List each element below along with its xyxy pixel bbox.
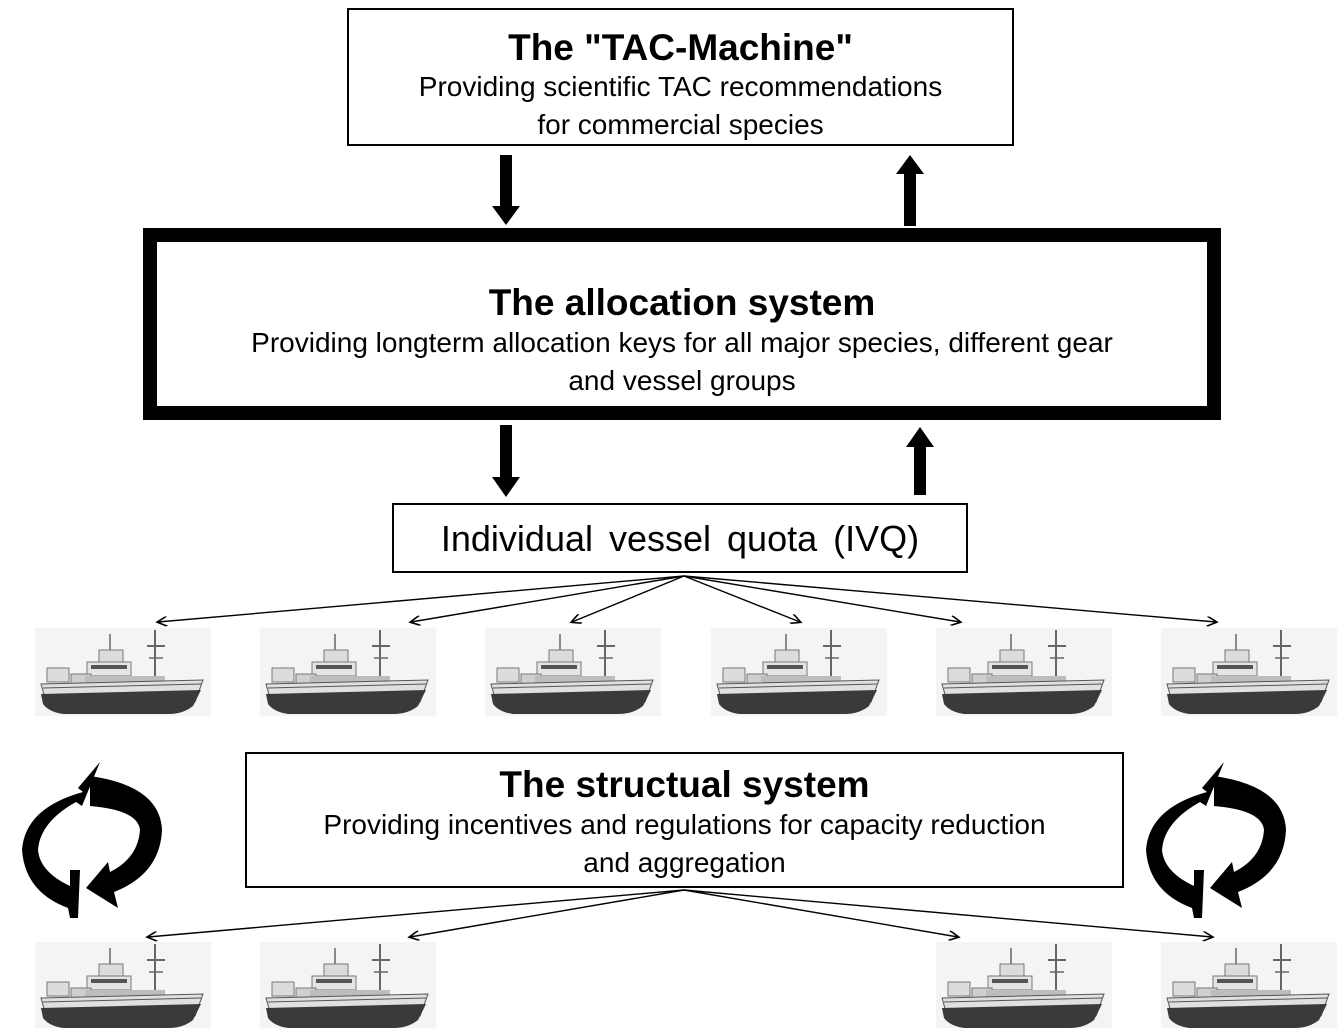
arrow-ivq-to-allocation	[906, 427, 934, 495]
fishing-vessel-icon	[1160, 941, 1338, 1028]
fishing-vessel-icon	[484, 627, 662, 717]
fan-arrow-3	[572, 575, 685, 622]
structural-fan-arrows	[148, 889, 1212, 937]
fan-arrow-6	[683, 575, 1216, 622]
tac-machine-line-2: for commercial species	[537, 109, 824, 140]
tac-machine-line-1: Providing scientific TAC recommendations	[418, 71, 943, 102]
allocation-system-box: The allocation system Providing longterm…	[143, 228, 1221, 420]
fan-arrow-1	[148, 889, 685, 937]
allocation-system-line-2: and vessel groups	[568, 365, 796, 396]
arrow-allocation-to-ivq	[492, 425, 520, 497]
fishing-vessel-icon	[935, 941, 1113, 1028]
fishing-vessel-icon	[259, 627, 437, 717]
fishing-vessel-icon	[34, 627, 212, 717]
arrow-allocation-to-tac	[896, 155, 924, 226]
fan-arrow-4	[683, 889, 1212, 937]
cycle-arrows-icon	[1146, 762, 1286, 918]
tac-machine-title: The "TAC-Machine"	[508, 27, 853, 68]
ivq-fan-arrows	[158, 575, 1216, 622]
fan-arrow-2	[411, 575, 685, 622]
cycle-arrows-icon	[22, 762, 162, 918]
fishing-vessel-icon	[34, 941, 212, 1028]
fishing-vessel-icon	[935, 627, 1113, 717]
fan-arrow-3	[683, 889, 958, 937]
structural-system-title: The structual system	[499, 764, 870, 805]
fishing-vessel-icon	[1160, 627, 1338, 717]
arrow-tac-to-allocation	[492, 155, 520, 225]
fishing-vessel-icon	[710, 627, 888, 717]
fishing-vessel-icon	[259, 941, 437, 1028]
ivq-box: Individual vessel quota (IVQ)	[392, 503, 968, 573]
structural-system-box: The structual system Providing incentive…	[245, 752, 1124, 888]
allocation-system-line-1: Providing longterm allocation keys for a…	[251, 327, 1113, 358]
fan-arrow-1	[158, 575, 685, 622]
tac-machine-box: The "TAC-Machine" Providing scientific T…	[347, 8, 1014, 146]
fan-arrow-5	[683, 575, 960, 622]
structural-system-line-2: and aggregation	[583, 847, 786, 878]
allocation-system-title: The allocation system	[488, 282, 876, 323]
structural-system-line-1: Providing incentives and regulations for…	[323, 809, 1046, 840]
fan-arrow-4	[683, 575, 800, 622]
fan-arrow-2	[410, 889, 685, 937]
ivq-label: Individual vessel quota (IVQ)	[440, 518, 920, 559]
